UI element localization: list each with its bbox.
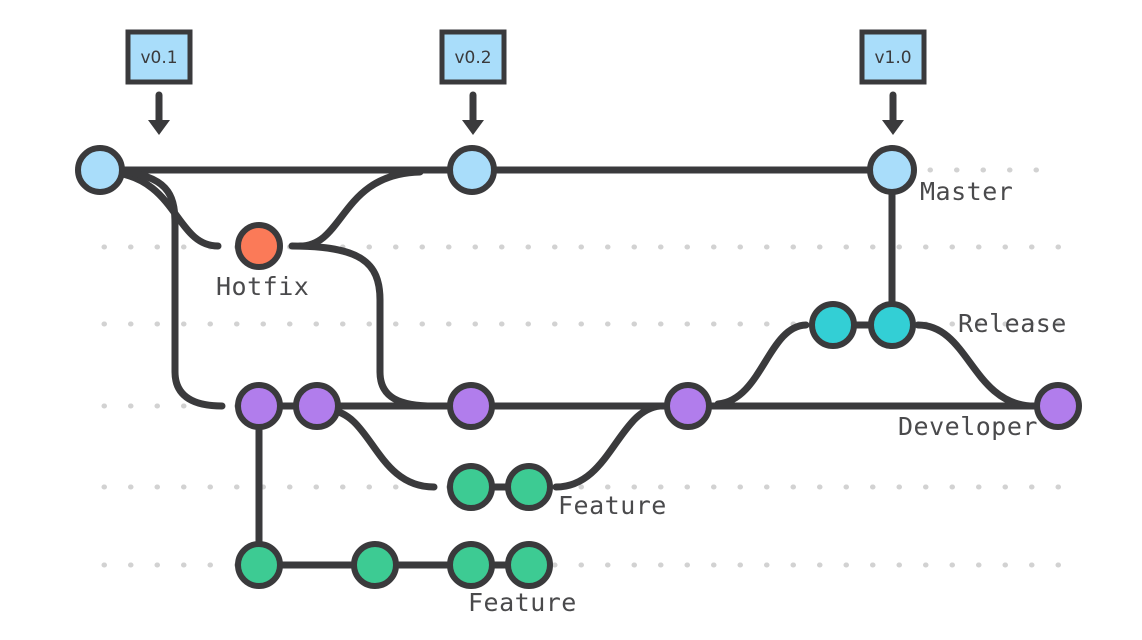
commit-node-f1a[interactable] (447, 463, 495, 511)
version-tag-label: v0.2 (454, 48, 491, 68)
version-tag-group: v0.1 v0.2 v1.0 (125, 29, 927, 135)
commit-dot-release (809, 301, 857, 349)
branch-label-feature1: Feature (558, 491, 667, 520)
edge-feature1-to-dev (552, 402, 664, 491)
commit-node-d5[interactable] (1034, 382, 1082, 430)
edge-dev-to-feature1 (326, 406, 438, 491)
tag-arrow-head (148, 120, 170, 135)
branch-label-developer: Developer (898, 412, 1038, 441)
commit-dot-developer (293, 382, 341, 430)
branch-label-master: Master (920, 177, 1013, 206)
version-tag-label: v1.0 (874, 48, 911, 68)
commit-dot-developer (664, 382, 712, 430)
edge-hotfix-to-dev (288, 242, 438, 410)
version-tag-v0-1[interactable]: v0.1 (125, 29, 193, 135)
commit-dot-feature1 (505, 463, 553, 511)
commit-dot-master (447, 145, 497, 195)
commit-node-m3[interactable] (867, 145, 917, 195)
version-tag-box (439, 29, 507, 85)
commit-node-r1[interactable] (809, 301, 857, 349)
commit-node-f2c[interactable] (447, 541, 495, 589)
branch-label-group: MasterHotfixReleaseDeveloperFeatureFeatu… (216, 177, 1067, 617)
commit-node-d2[interactable] (293, 382, 341, 430)
version-tag-v0-2[interactable]: v0.2 (439, 29, 507, 135)
edge-dev-to-release (714, 321, 810, 408)
commit-dot-feature2 (235, 541, 283, 589)
commit-node-d3[interactable] (447, 382, 495, 430)
commit-node-h1[interactable] (235, 222, 283, 270)
commit-dot-feature1 (447, 463, 495, 511)
commit-dot-hotfix (235, 222, 283, 270)
tag-arrow-head (882, 120, 904, 135)
branch-label-feature2: Feature (468, 588, 577, 617)
version-tag-box (125, 29, 193, 85)
commit-dot-master (75, 145, 125, 195)
commit-dot-master (867, 145, 917, 195)
commit-node-group (75, 145, 1082, 589)
commit-node-d1[interactable] (235, 382, 283, 430)
version-tag-v1-0[interactable]: v1.0 (859, 29, 927, 135)
commit-node-f2a[interactable] (235, 541, 283, 589)
commit-node-d4[interactable] (664, 382, 712, 430)
commit-dot-developer (447, 382, 495, 430)
commit-dot-developer (235, 382, 283, 430)
branch-label-hotfix: Hotfix (216, 272, 309, 301)
commit-dot-developer (1034, 382, 1082, 430)
commit-dot-feature2 (351, 541, 399, 589)
commit-node-m1[interactable] (75, 145, 125, 195)
commit-node-f1b[interactable] (505, 463, 553, 511)
commit-node-r2[interactable] (868, 301, 916, 349)
commit-dot-feature2 (447, 541, 495, 589)
version-tag-label: v0.1 (140, 48, 177, 68)
commit-dot-feature2 (505, 541, 553, 589)
commit-node-m2[interactable] (447, 145, 497, 195)
commit-node-f2d[interactable] (505, 541, 553, 589)
version-tag-box (859, 29, 927, 85)
commit-node-f2b[interactable] (351, 541, 399, 589)
tag-arrow-head (462, 120, 484, 135)
branch-label-release: Release (958, 309, 1067, 338)
edge-master-to-dev-trunk (122, 168, 226, 410)
commit-dot-release (868, 301, 916, 349)
edge-release-to-dev (914, 321, 1034, 410)
edge-hotfix-to-master (296, 168, 424, 250)
